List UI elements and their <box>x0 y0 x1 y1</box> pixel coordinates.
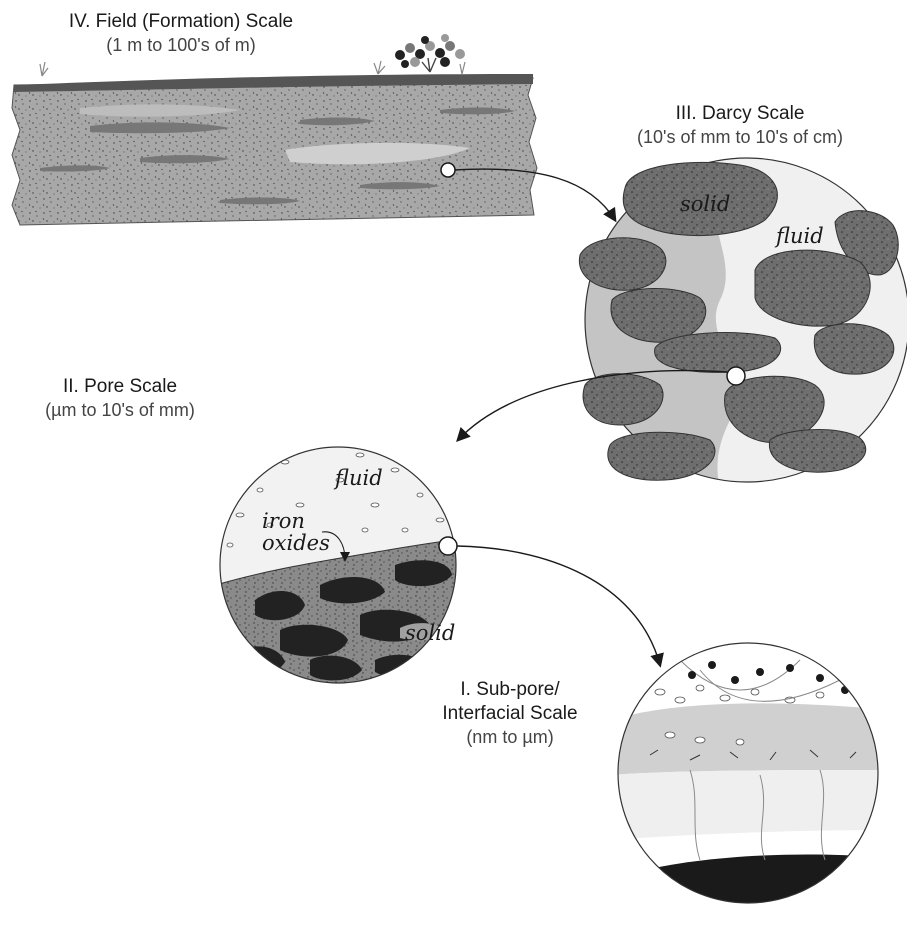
darcy-scale-label: III. Darcy Scale (10's of mm to 10's of … <box>590 102 890 148</box>
field-zoom-point <box>441 163 455 177</box>
darcy-solid-label: solid <box>680 193 730 215</box>
darcy-fluid-label: fluid <box>776 225 824 247</box>
pore-zoom-point <box>439 537 457 555</box>
darcy-scale-title: III. Darcy Scale <box>590 102 890 126</box>
pore-oxides-label: oxides <box>262 532 330 554</box>
field-block <box>12 34 537 225</box>
darcy-scale-range: (10's of mm to 10's of cm) <box>590 126 890 149</box>
pore-scale-label: II. Pore Scale (µm to 10's of mm) <box>10 375 230 421</box>
pore-iron-oxides-label: iron oxides <box>262 510 330 554</box>
subpore-scale-title-2: Interfacial Scale <box>420 702 600 726</box>
arrow-pore-to-subpore <box>457 546 660 665</box>
field-scale-title: IV. Field (Formation) Scale <box>26 10 336 34</box>
field-scale-range: (1 m to 100's of m) <box>26 34 336 57</box>
field-scale-label: IV. Field (Formation) Scale (1 m to 100'… <box>26 10 336 56</box>
subpore-scale-title-1: I. Sub-pore/ <box>420 678 600 702</box>
pore-scale-title: II. Pore Scale <box>10 375 230 399</box>
pore-fluid-label: fluid <box>335 467 383 489</box>
pore-iron-label: iron <box>262 510 330 532</box>
shrub-icon <box>395 34 465 72</box>
darcy-zoom-point <box>727 367 745 385</box>
subpore-scale-range: (nm to µm) <box>420 726 600 749</box>
darcy-circle <box>560 158 907 500</box>
pore-scale-range: (µm to 10's of mm) <box>10 399 230 422</box>
subpore-scale-label: I. Sub-pore/ Interfacial Scale (nm to µm… <box>420 678 600 748</box>
pore-solid-label: solid <box>405 622 455 644</box>
subpore-circle <box>610 643 890 910</box>
